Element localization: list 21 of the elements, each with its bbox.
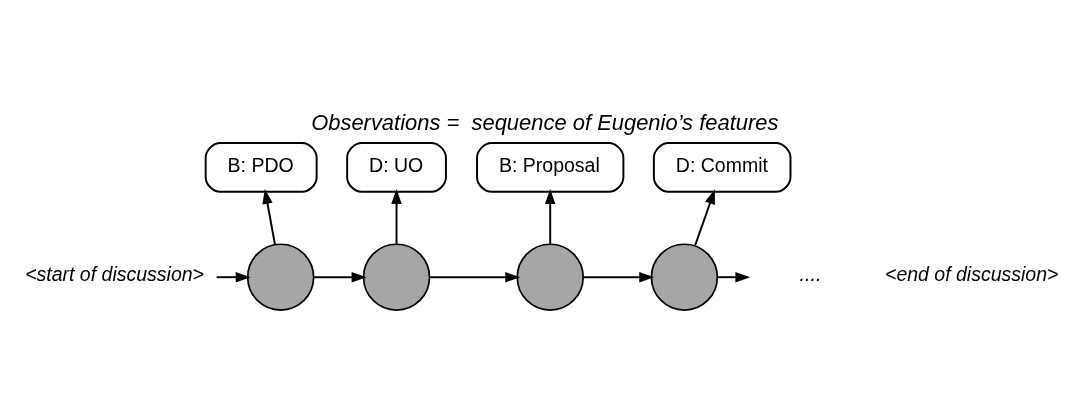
node-text: <start of discussion> bbox=[25, 262, 204, 285]
diagram-title: Observations = sequence of Eugenio’s features bbox=[311, 110, 779, 136]
node-box: D: UO bbox=[346, 142, 447, 193]
label: .... bbox=[799, 262, 822, 285]
arrow bbox=[694, 189, 715, 247]
arrow bbox=[428, 271, 521, 283]
node-circle bbox=[246, 243, 315, 311]
arrow bbox=[582, 271, 655, 283]
arrow bbox=[215, 271, 251, 283]
node-circle bbox=[362, 243, 431, 311]
node-box: D: Commit bbox=[652, 142, 792, 193]
arrow bbox=[262, 188, 276, 246]
node-box: B: Proposal bbox=[476, 142, 625, 193]
node-box: B: PDO bbox=[204, 142, 318, 193]
arrow bbox=[716, 271, 751, 283]
node-circle bbox=[516, 243, 584, 311]
arrow bbox=[391, 189, 402, 245]
arrow bbox=[545, 189, 556, 245]
label: <end of discussion> bbox=[885, 262, 1059, 285]
node-circle bbox=[650, 243, 719, 311]
arrow bbox=[312, 271, 367, 283]
